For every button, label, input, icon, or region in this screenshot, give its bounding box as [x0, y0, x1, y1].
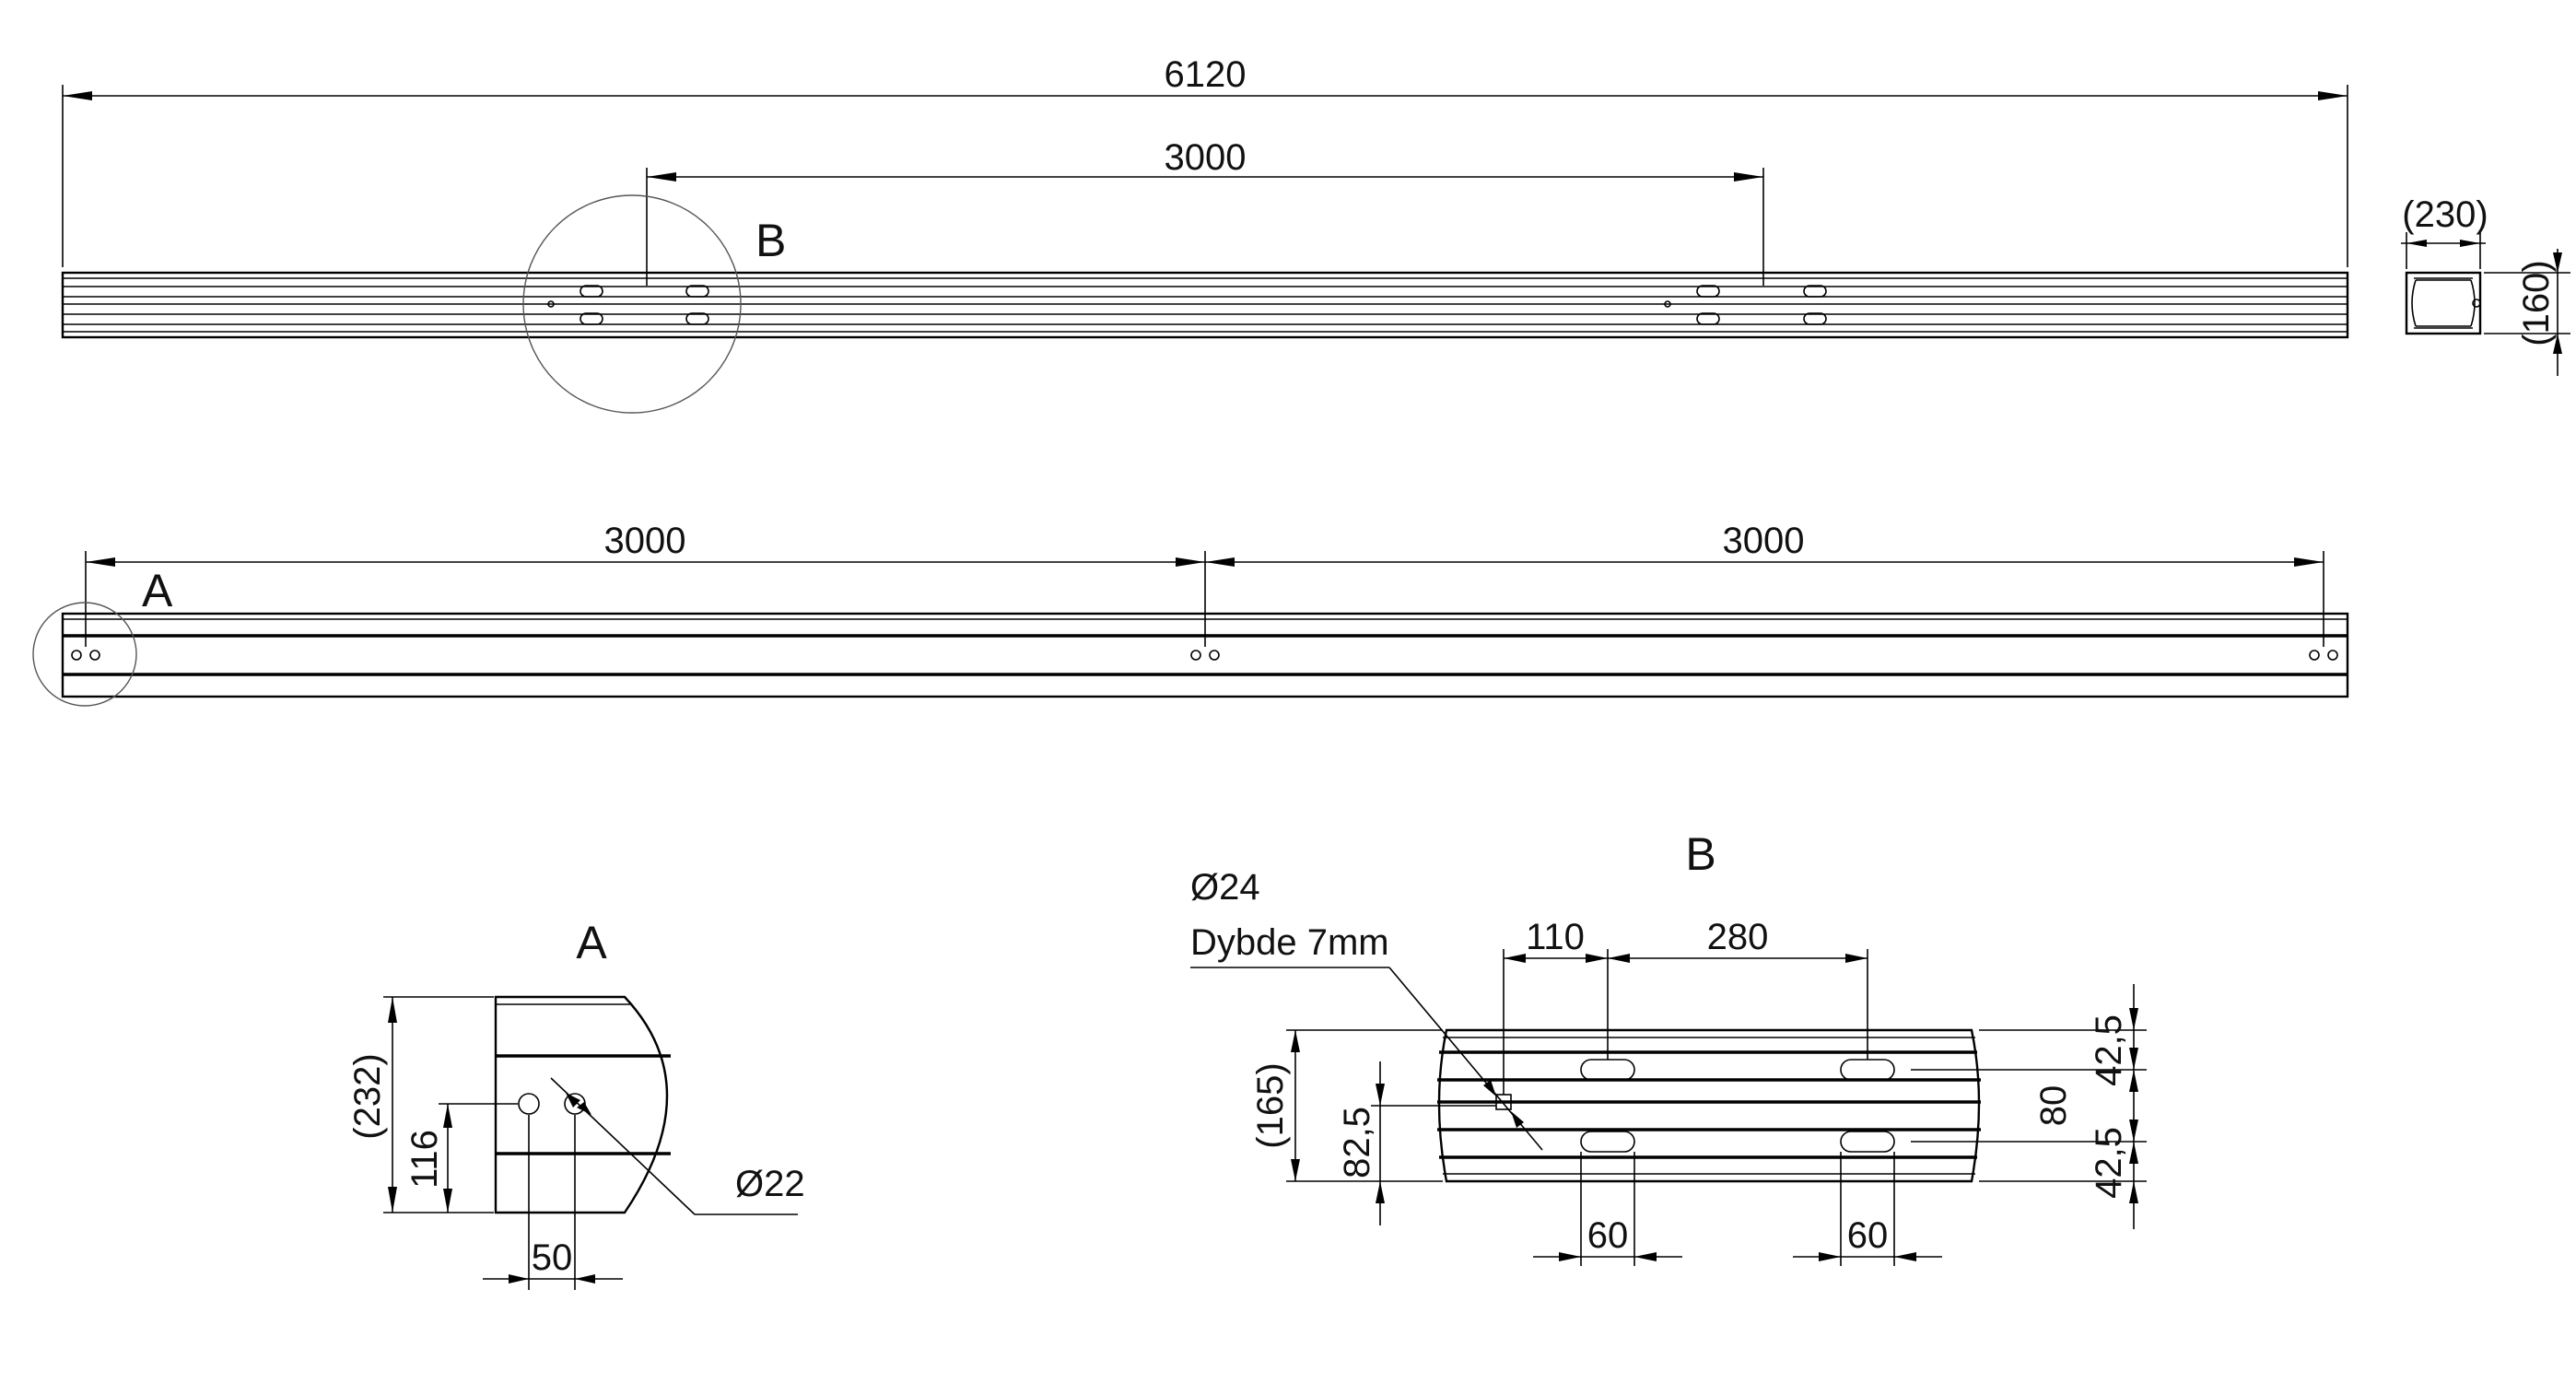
- end-width-label: (230): [2402, 194, 2488, 235]
- detail-b-offset-2-label: 280: [1707, 917, 1769, 957]
- detail-a-marker-circle: [32, 602, 137, 707]
- top-view: 6120 3000 B: [61, 54, 2570, 414]
- detail-a-height-label: (232): [347, 1053, 388, 1139]
- detail-b-slot-width-left-label: 60: [1587, 1215, 1629, 1256]
- detail-a-hole-height-label: 116: [404, 1130, 445, 1189]
- detail-b-title: B: [1685, 828, 1715, 880]
- detail-b: B Ø24 Dybde 7mm 110 280: [1190, 828, 2147, 1266]
- hole-spacing-label: 3000: [1165, 137, 1247, 178]
- detail-b-height-label: (165): [1250, 1062, 1291, 1148]
- detail-b-offset-1-label: 110: [1526, 917, 1585, 957]
- detail-a-title: A: [576, 917, 607, 968]
- detail-a-hole-diameter-label: Ø22: [735, 1164, 805, 1204]
- detail-b-depth-note: Dybde 7mm: [1190, 922, 1389, 963]
- detail-b-marker-label: B: [755, 215, 786, 266]
- detail-a: A (232) 116 50 Ø22: [347, 917, 805, 1290]
- detail-b-slot-width-right-label: 60: [1847, 1215, 1889, 1256]
- detail-a-hole-spacing-label: 50: [532, 1237, 573, 1278]
- overall-length-label: 6120: [1165, 54, 1247, 95]
- detail-b-right-bottom-label: 42,5: [2089, 1127, 2129, 1199]
- side-spacing-right-label: 3000: [1723, 521, 1805, 561]
- detail-b-marker-circle: [522, 194, 742, 414]
- end-section-view: (230) (160): [2401, 194, 2570, 376]
- side-spacing-left-label: 3000: [604, 521, 686, 561]
- detail-b-right-top-label: 42,5: [2089, 1014, 2129, 1086]
- detail-a-marker-label: A: [142, 565, 173, 616]
- detail-b-hole-diameter-label: Ø24: [1190, 867, 1260, 908]
- detail-b-center-height-label: 82,5: [1337, 1107, 1377, 1178]
- detail-b-right-mid-label: 80: [2033, 1085, 2074, 1127]
- end-height-label: (160): [2516, 260, 2557, 346]
- side-view: 3000 3000 A: [32, 521, 2349, 707]
